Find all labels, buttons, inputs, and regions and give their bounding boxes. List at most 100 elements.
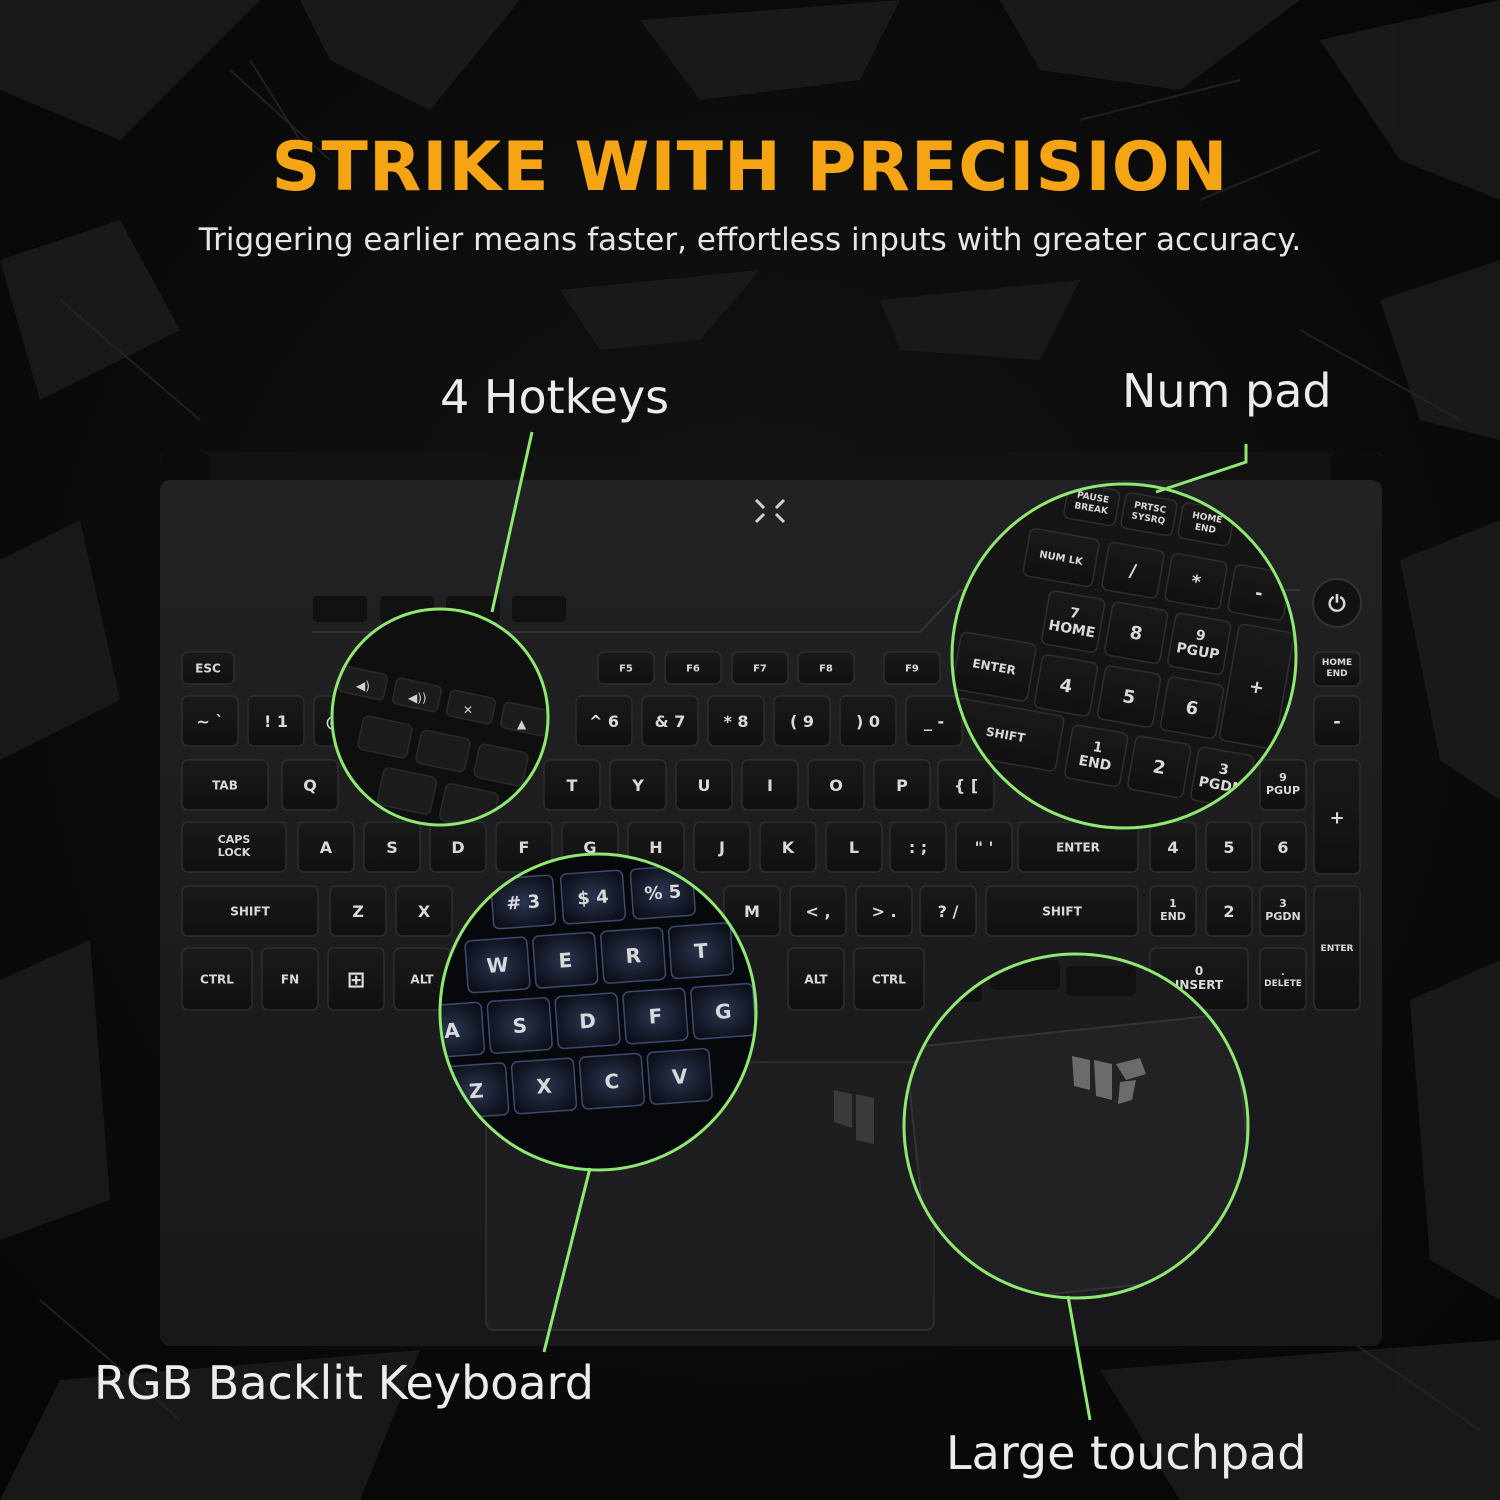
power-button[interactable] bbox=[1312, 578, 1362, 628]
key-bottom-0[interactable]: Z bbox=[329, 885, 387, 937]
key-numpad-enter[interactable]: ENTER bbox=[1313, 885, 1361, 1011]
key-alt-right[interactable]: ALT bbox=[787, 947, 845, 1011]
zoom-key-minus[interactable]: - bbox=[1227, 564, 1291, 621]
key-f6[interactable]: F6 bbox=[664, 651, 722, 685]
zoom-key-5[interactable]: 5 bbox=[1096, 665, 1162, 728]
key-bottom-3[interactable]: < , bbox=[789, 885, 847, 937]
rgb-key-t[interactable]: T bbox=[667, 922, 735, 980]
key-home-6[interactable]: J bbox=[693, 821, 751, 873]
key-home-7[interactable]: K bbox=[759, 821, 817, 873]
key-num-3[interactable]: ^ 6 bbox=[575, 695, 633, 747]
key-0-top[interactable]: Q bbox=[281, 759, 339, 811]
key-5-top[interactable]: O bbox=[807, 759, 865, 811]
key-numpad-plus[interactable]: + bbox=[1313, 759, 1361, 875]
key-shift-right[interactable]: SHIFT bbox=[985, 885, 1139, 937]
key-numpad-3-label: 3 bbox=[1279, 897, 1287, 910]
key-2-top[interactable]: Y bbox=[609, 759, 667, 811]
zoom-key-6[interactable]: 6 bbox=[1160, 676, 1225, 739]
rgb-key-f[interactable]: F bbox=[622, 987, 689, 1045]
key-tab-label: TAB bbox=[212, 778, 238, 792]
zoom-key-plus[interactable]: + bbox=[1219, 623, 1295, 750]
zoom-key-enter[interactable]: ENTER bbox=[952, 631, 1037, 702]
key-4-top[interactable]: I bbox=[741, 759, 799, 811]
key-ctrl-left[interactable]: CTRL bbox=[181, 947, 253, 1011]
rgb-key-5[interactable]: % 5 bbox=[629, 864, 696, 920]
key-f5[interactable]: F5 bbox=[597, 651, 655, 685]
key-esc[interactable]: ESC bbox=[181, 651, 235, 685]
rgb-key-4[interactable]: $ 4 bbox=[559, 869, 626, 925]
rgb-key-3[interactable]: # 3 bbox=[490, 874, 557, 930]
rgb-key-c[interactable]: C bbox=[578, 1052, 645, 1110]
key-home-2-label: D bbox=[451, 838, 464, 857]
key-numpad-6[interactable]: 6 bbox=[1259, 821, 1307, 873]
zoom-key-home-label: END bbox=[1194, 522, 1217, 536]
key-num-0[interactable]: ~ ` bbox=[181, 695, 239, 747]
zoom-key-divide[interactable]: / bbox=[1101, 541, 1165, 599]
key-f9[interactable]: F9 bbox=[883, 651, 941, 685]
key-numpad-2[interactable]: 2 bbox=[1205, 885, 1253, 937]
key-numpad-5[interactable]: 5 bbox=[1205, 821, 1253, 873]
key-home-1[interactable]: S bbox=[363, 821, 421, 873]
rgb-key-d[interactable]: D bbox=[554, 992, 621, 1050]
zoom-key-numlk[interactable]: NUM LK bbox=[1022, 528, 1100, 588]
key-num-4[interactable]: & 7 bbox=[641, 695, 699, 747]
key-windows[interactable]: ⊞ bbox=[327, 947, 385, 1011]
key-f8[interactable]: F8 bbox=[797, 651, 855, 685]
key-3-top[interactable]: U bbox=[675, 759, 733, 811]
hinge-bar bbox=[160, 452, 1382, 482]
key-f7[interactable]: F7 bbox=[731, 651, 789, 685]
key-bottom-2[interactable]: M bbox=[723, 885, 781, 937]
key-bottom-5[interactable]: ? / bbox=[919, 885, 977, 937]
key-home-8[interactable]: L bbox=[825, 821, 883, 873]
key-0-top-label: Q bbox=[303, 776, 317, 795]
key-num-7[interactable]: ) 0 bbox=[839, 695, 897, 747]
key-caps-lock-label: CAPS bbox=[218, 833, 251, 846]
key-num-1[interactable]: ! 1 bbox=[247, 695, 305, 747]
key-7-top[interactable]: { [ bbox=[937, 759, 995, 811]
key-bottom-4[interactable]: > . bbox=[855, 885, 913, 937]
key-numpad-1-label: END bbox=[1160, 910, 1186, 923]
rgb-key-a[interactable]: A bbox=[419, 1001, 486, 1059]
callout-lines bbox=[490, 431, 1248, 1421]
key-1-top[interactable]: T bbox=[543, 759, 601, 811]
key-numpad-4[interactable]: 4 bbox=[1149, 821, 1197, 873]
hotkeys-zoom-ring bbox=[330, 607, 550, 827]
zoom-key-8[interactable]: 8 bbox=[1104, 601, 1169, 665]
key-6-top[interactable]: P bbox=[873, 759, 931, 811]
key-num-8[interactable]: _ - bbox=[905, 695, 963, 747]
key-fn[interactable]: FN bbox=[261, 947, 319, 1011]
zoom-key-2[interactable]: 2 bbox=[1127, 735, 1192, 799]
key-enter[interactable]: ENTER bbox=[1017, 821, 1139, 873]
zoom-key-multiply[interactable]: * bbox=[1164, 553, 1228, 610]
key-tab[interactable]: TAB bbox=[181, 759, 269, 811]
rgb-key-e[interactable]: E bbox=[532, 931, 599, 989]
rgb-key-w[interactable]: W bbox=[464, 936, 531, 994]
key-home-2[interactable]: D bbox=[429, 821, 487, 873]
key-home-9[interactable]: : ; bbox=[889, 821, 947, 873]
key-bottom-1[interactable]: X bbox=[395, 885, 453, 937]
rgb-key-r[interactable]: R bbox=[600, 926, 667, 984]
key-shift-left[interactable]: SHIFT bbox=[181, 885, 319, 937]
key-home-0[interactable]: A bbox=[297, 821, 355, 873]
rgb-key-v[interactable]: V bbox=[646, 1048, 713, 1105]
key-numpad-delete[interactable]: .DELETE bbox=[1259, 947, 1307, 1011]
rgb-key-x[interactable]: X bbox=[510, 1057, 578, 1115]
key-home-10[interactable]: " ' bbox=[955, 821, 1013, 873]
zoom-key-4[interactable]: 4 bbox=[1033, 654, 1099, 717]
key-num-6[interactable]: ( 9 bbox=[773, 695, 831, 747]
key-num-5[interactable]: * 8 bbox=[707, 695, 765, 747]
rgb-key-s[interactable]: S bbox=[486, 997, 553, 1054]
rgb-key-g[interactable]: G bbox=[690, 982, 756, 1040]
key-numpad-minus[interactable]: - bbox=[1313, 695, 1361, 747]
key-ctrl-right[interactable]: CTRL bbox=[853, 947, 925, 1011]
